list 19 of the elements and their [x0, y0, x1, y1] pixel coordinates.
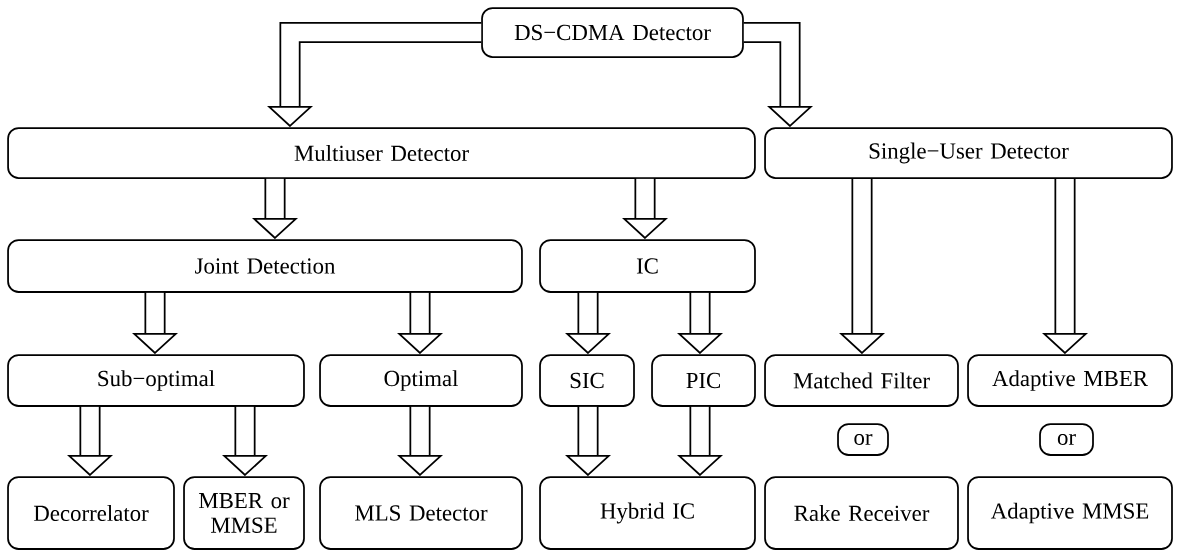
- detector-box: Adaptive MMSE: [967, 476, 1173, 550]
- detector-box: MLS Detector: [319, 476, 523, 550]
- detector-box: Hybrid IC: [539, 476, 756, 550]
- detector-box: Joint Detection: [7, 239, 523, 293]
- detector-box: Sub−optimal: [7, 354, 305, 407]
- detector-box: Single−User Detector: [764, 127, 1173, 179]
- detector-box: MBER or MMSE: [183, 476, 305, 550]
- detector-box: IC: [539, 239, 756, 293]
- detector-box: Multiuser Detector: [7, 127, 756, 179]
- detector-box: Decorrelator: [7, 476, 175, 550]
- detector-box: Rake Receiver: [764, 476, 959, 550]
- detector-box: SIC: [539, 354, 635, 407]
- detector-box: Matched Filter: [764, 354, 959, 407]
- or-box: or: [1039, 423, 1094, 456]
- or-box: or: [837, 423, 889, 456]
- detector-box: Adaptive MBER: [967, 354, 1173, 407]
- detector-box: DS−CDMA Detector: [481, 7, 744, 58]
- detector-box: PIC: [651, 354, 756, 407]
- detector-box: Optimal: [319, 354, 523, 407]
